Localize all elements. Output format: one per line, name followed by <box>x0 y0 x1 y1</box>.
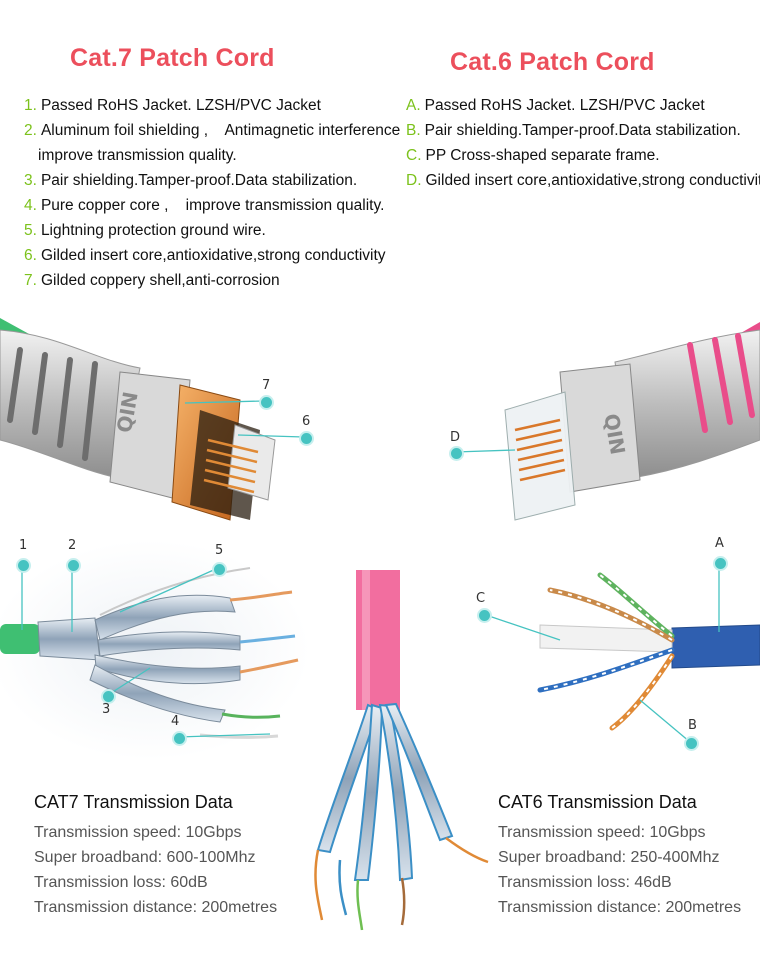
callout-3-dot <box>101 689 116 704</box>
cat7-cable-cutaway <box>0 540 310 760</box>
callout-a-label: A <box>715 536 724 551</box>
callout-1-label: 1 <box>19 538 28 553</box>
cat6-plug-illustration: QIN <box>504 322 760 521</box>
callout-c-dot <box>477 608 492 623</box>
cat7-feature-list: 1.Passed RoHS Jacket. LZSH/PVC Jacket 2.… <box>24 93 400 293</box>
callout-1-dot <box>16 558 31 573</box>
center-pink-cable <box>314 570 489 931</box>
cat7-plug-illustration: QIN <box>0 318 276 521</box>
cat6-feature-list: A.Passed RoHS Jacket. LZSH/PVC Jacket B.… <box>406 93 760 193</box>
cat7-data-title: CAT7 Transmission Data <box>34 792 233 812</box>
cat6-feature-a: A.Passed RoHS Jacket. LZSH/PVC Jacket <box>406 97 705 114</box>
callout-2-label: 2 <box>68 538 77 553</box>
cat6-title: Cat.6 Patch Cord <box>450 48 655 76</box>
callout-b-label: B <box>688 718 697 733</box>
callout-5-dot <box>212 562 227 577</box>
cat7-feature-5: 5.Lightning protection ground wire. <box>24 222 266 239</box>
cat6-data-speed: Transmission speed: 10Gbps <box>498 824 706 841</box>
callout-leaders <box>21 400 720 743</box>
cat6-data-loss: Transmission loss: 46dB <box>498 874 672 891</box>
cat7-feature-2: 2.Aluminum foil shielding , Antimagnetic… <box>24 122 401 139</box>
callout-a-dot <box>713 556 728 571</box>
callout-b-dot <box>684 736 699 751</box>
callout-6-label: 6 <box>302 414 311 429</box>
callout-6-dot <box>299 431 314 446</box>
cat6-data-broadband: Super broadband: 250-400Mhz <box>498 849 720 866</box>
cat7-feature-1: 1.Passed RoHS Jacket. LZSH/PVC Jacket <box>24 97 321 114</box>
cat6-feature-b: B.Pair shielding.Tamper-proof.Data stabi… <box>406 122 741 139</box>
callout-3-label: 3 <box>102 702 111 717</box>
cat7-data-loss: Transmission loss: 60dB <box>34 874 208 891</box>
callout-4-label: 4 <box>171 714 180 729</box>
cat6-feature-d: D.Gilded insert core,antioxidative,stron… <box>406 172 760 189</box>
callout-4-dot <box>172 731 187 746</box>
cat7-feature-3: 3.Pair shielding.Tamper-proof.Data stabi… <box>24 172 358 189</box>
cat6-feature-c: C.PP Cross-shaped separate frame. <box>406 147 660 164</box>
cat7-feature-7: 7.Gilded coppery shell,anti-corrosion <box>24 272 280 289</box>
cat7-feature-4: 4.Pure copper core , improve transmissio… <box>24 197 385 214</box>
callout-5-label: 5 <box>215 543 224 558</box>
callout-7-label: 7 <box>262 378 271 393</box>
callout-c-label: C <box>476 591 486 606</box>
cat6-cable-cutaway <box>537 572 760 731</box>
cat7-data-speed: Transmission speed: 10Gbps <box>34 824 242 841</box>
callout-2-dot <box>66 558 81 573</box>
cat7-data-broadband: Super broadband: 600-100Mhz <box>34 849 256 866</box>
cat6-data-title: CAT6 Transmission Data <box>498 792 697 812</box>
cat7-feature-6: 6.Gilded insert core,antioxidative,stron… <box>24 247 386 264</box>
cat7-title: Cat.7 Patch Cord <box>70 44 275 72</box>
cat6-data-distance: Transmission distance: 200metres <box>498 899 742 916</box>
callout-d-dot <box>449 446 464 461</box>
cat7-data-distance: Transmission distance: 200metres <box>34 899 278 916</box>
cat7-feature-2-continuation: improve transmission quality. <box>38 147 237 164</box>
callout-7-dot <box>259 395 274 410</box>
callout-d-label: D <box>450 430 461 445</box>
